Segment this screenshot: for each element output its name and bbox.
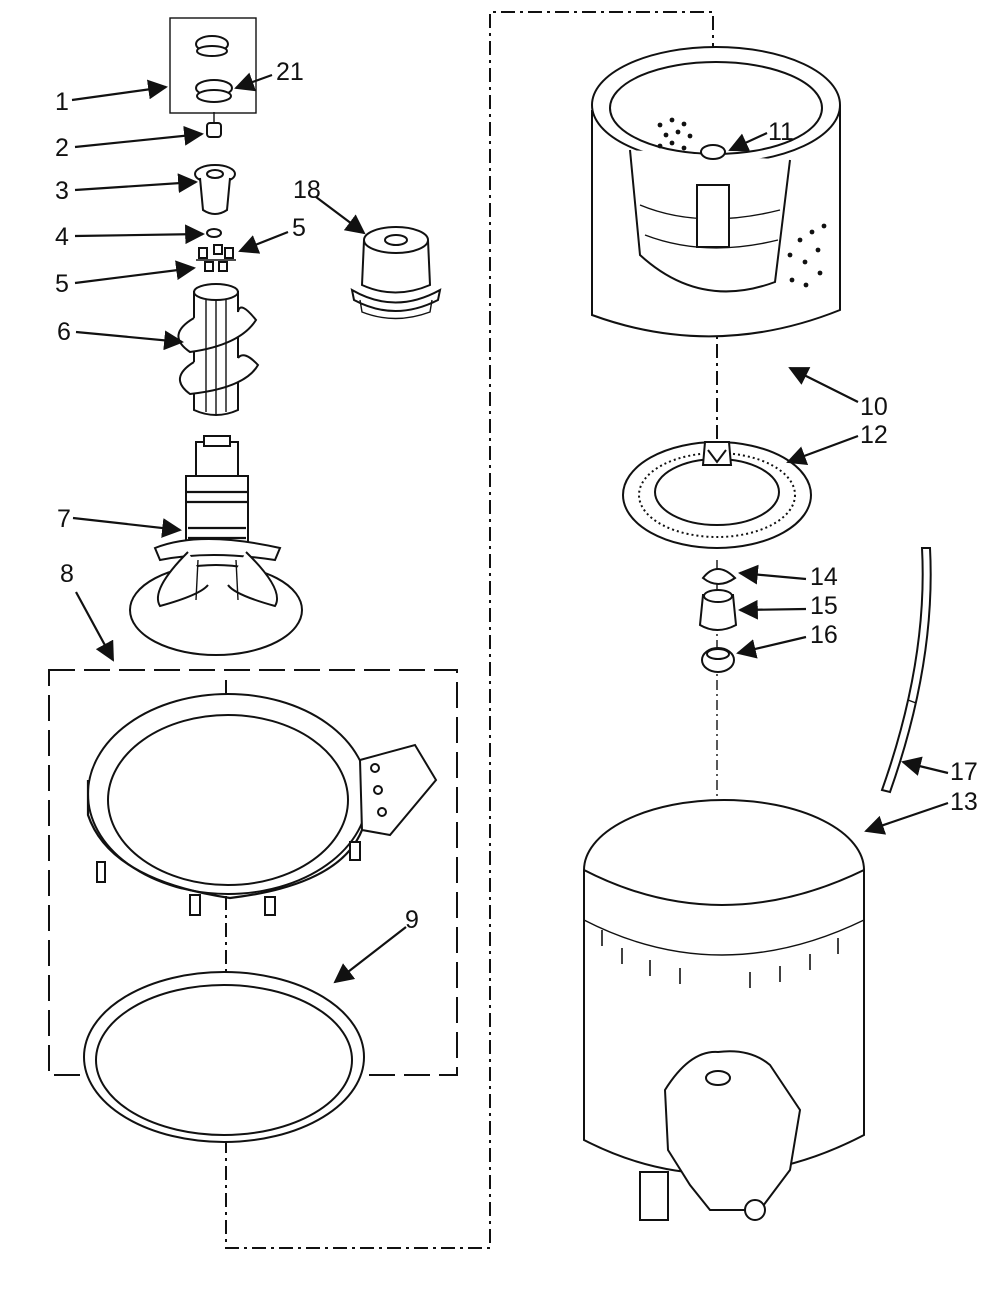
part-4-washer [206,228,222,238]
part-18-fabric-softener [350,226,442,320]
callout-9: 9 [405,906,419,934]
callout-17: 17 [950,758,978,786]
part-15-coupling [698,589,738,631]
callout-11: 11 [768,118,794,146]
part-3-cap [194,164,236,215]
leader-arrows [71,72,949,984]
callout-21: 21 [276,58,304,86]
callout-12: 12 [860,421,888,449]
part-12-hub [622,441,812,549]
callout-13: 13 [950,788,978,816]
callout-15: 15 [810,592,838,620]
callout-16: 16 [810,621,838,649]
callout-4: 4 [55,223,69,251]
part-10-basket [591,46,841,338]
part-8-tub-ring [86,693,438,916]
part-16-nut [701,647,735,673]
part-5-clips [196,244,236,272]
callout-6: 6 [57,318,71,346]
callout-10: 10 [860,393,888,421]
callout-1: 1 [55,88,69,116]
callout-3: 3 [55,177,69,205]
callout-2: 2 [55,134,69,162]
part-2-nut [206,112,222,138]
callout-8: 8 [60,560,74,588]
callout-5-right: 5 [292,214,306,242]
part-7-agitator-base [129,435,303,656]
cap-kit-box [169,17,257,114]
part-6-auger [177,283,260,416]
callout-labels: 1 21 2 3 4 5 5 6 7 8 18 9 11 10 12 14 15… [55,58,978,934]
callout-14: 14 [810,563,838,591]
callout-5-left: 5 [55,270,69,298]
part-17-hose [880,547,932,794]
callout-7: 7 [57,505,71,533]
part-9-seal-ring [83,971,365,1143]
part-14-clip [701,568,737,585]
part-13-outer-tub [583,799,865,1221]
callout-18: 18 [293,176,321,204]
